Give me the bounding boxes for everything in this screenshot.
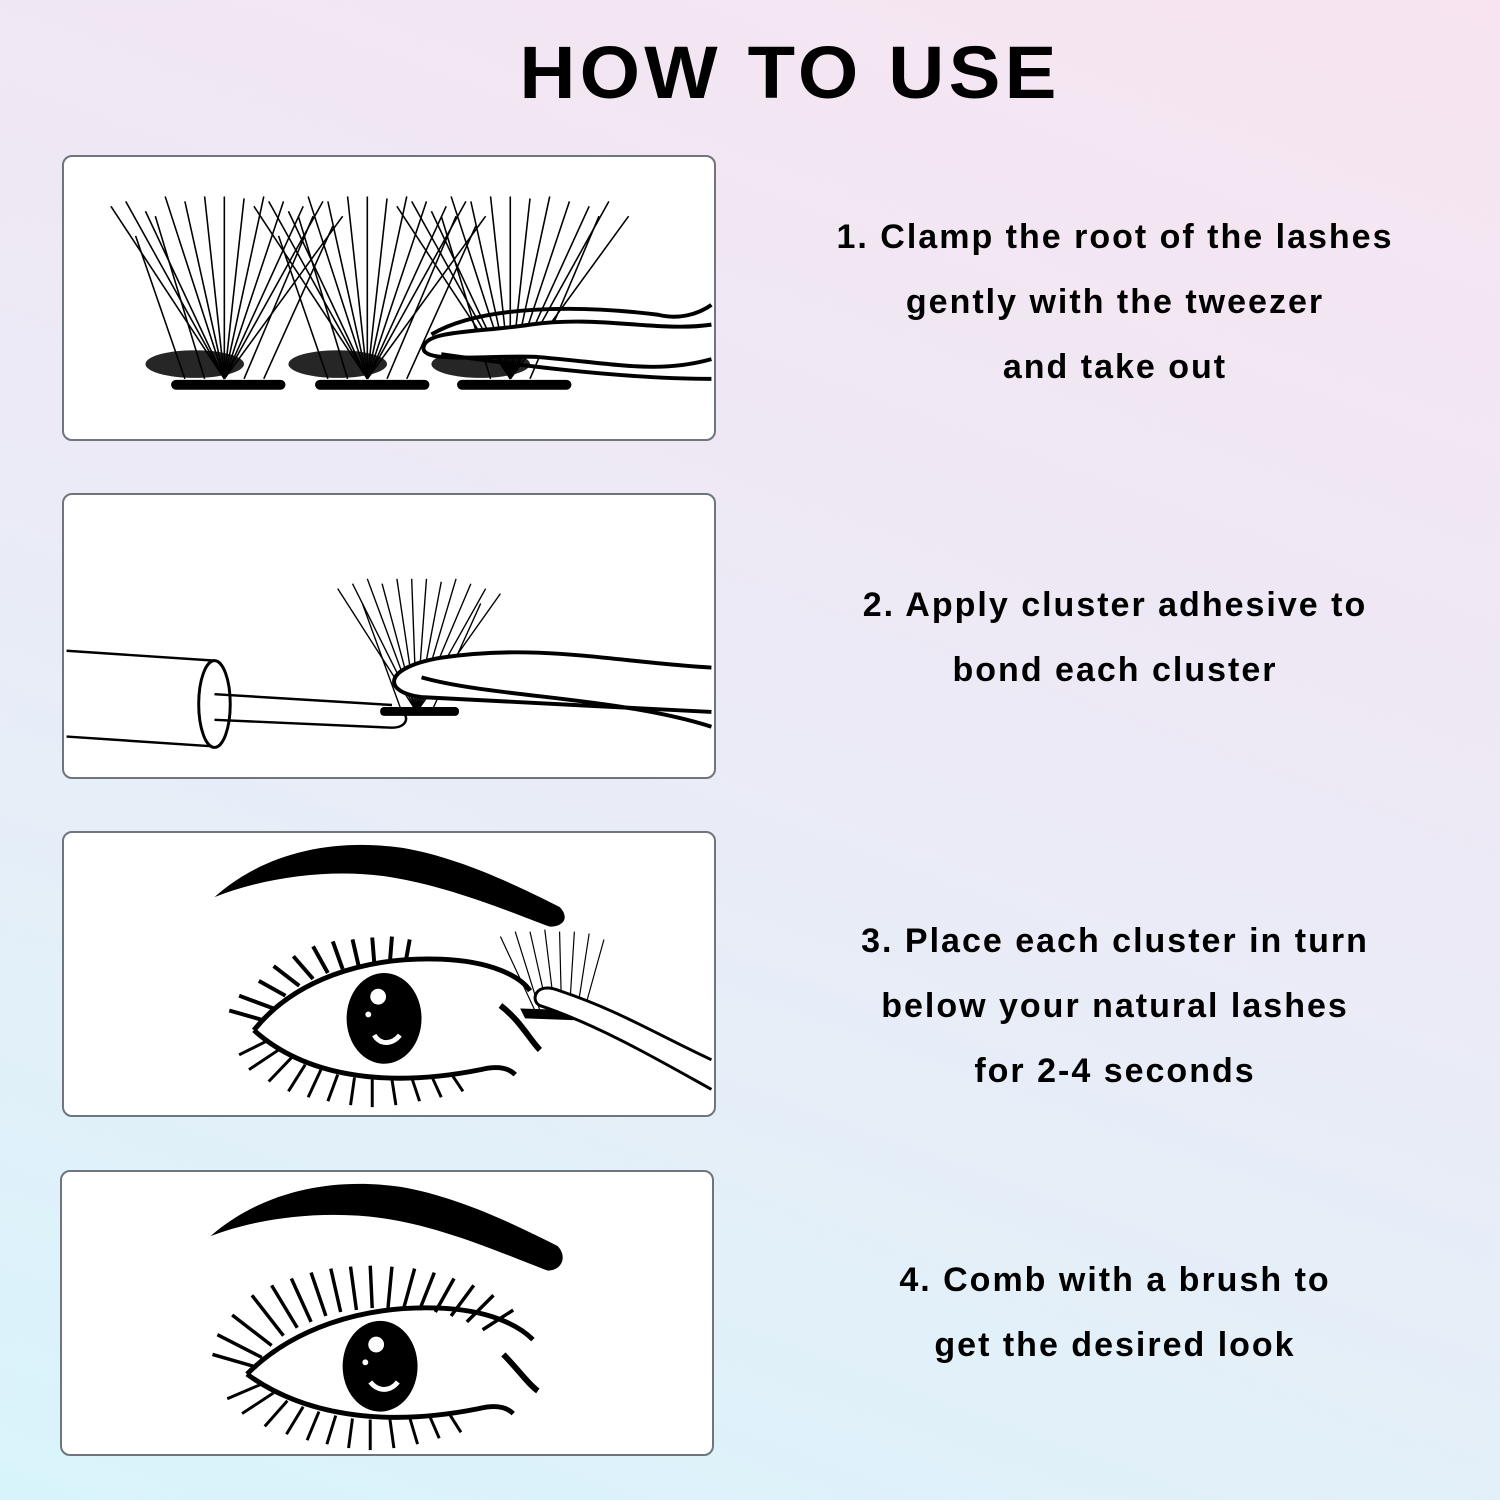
step-2-text: 2. Apply cluster adhesive to bond each c… [740,573,1490,703]
step-2-illustration [62,493,716,779]
step-4-line-2: get the desired look [934,1326,1296,1364]
step-3-line-3: for 2-4 seconds [974,1052,1256,1090]
step-4-line-1: 4. Comb with a brush to [899,1261,1331,1299]
eye-tweezer-placing-icon [214,844,713,1108]
step-2-line-1: 2. Apply cluster adhesive to [862,586,1368,624]
step-4-text: 4. Comb with a brush to get the desired … [740,1248,1490,1378]
step-3-line-2: below your natural lashes [881,987,1349,1025]
eye-finished-lashes-icon [210,1183,563,1451]
step-1-text: 1. Clamp the root of the lashes gently w… [740,205,1490,400]
step-4-illustration [60,1170,714,1456]
step-3-line-1: 3. Place each cluster in turn [861,922,1369,960]
step-1-illustration [62,155,716,441]
lash-clusters-tweezer-icon [110,196,713,390]
step-1-line-3: and take out [1002,348,1228,386]
step-3-text: 3. Place each cluster in turn below your… [740,909,1490,1104]
step-3-illustration [62,831,716,1117]
page-title: HOW TO USE [519,31,1061,114]
step-1-line-2: gently with the tweezer [905,283,1325,321]
adhesive-wand-tweezer-icon [66,578,713,749]
step-1-line-1: 1. Clamp the root of the lashes [836,218,1394,256]
step-2-line-2: bond each cluster [952,651,1278,689]
